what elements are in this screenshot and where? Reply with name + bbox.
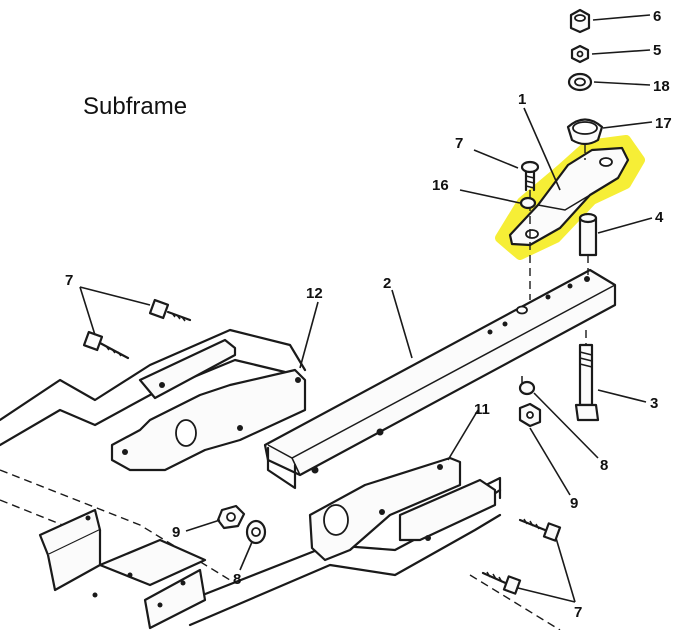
callout-11: 11 [474,401,490,418]
callout-17: 17 [655,115,672,132]
lower-left-bracket [38,508,207,630]
bolt-7-lower-right-a [518,518,562,542]
callout-labels: 6 5 18 17 1 7 16 4 7 12 2 3 8 9 11 9 8 7 [65,8,672,621]
tube-4 [578,212,598,275]
bracket-11 [308,456,497,562]
nut-5 [570,44,590,64]
bolt-7-upper-left-a [148,298,192,322]
washer-16 [519,196,537,210]
part-17 [566,118,604,160]
callout-1: 1 [518,91,526,108]
nut-9-lower [216,504,246,530]
main-tube-2 [263,268,617,490]
callout-7-right: 7 [455,135,463,152]
nut-9-right [518,402,542,428]
leader-lines [79,14,653,603]
callout-2: 2 [383,275,391,292]
nut-6 [569,8,591,34]
callout-18: 18 [653,78,670,95]
callout-4: 4 [655,209,664,226]
callout-8-lower: 8 [233,571,241,588]
callout-12: 12 [306,285,323,302]
bolt-7-upper-left-b [82,330,130,360]
bolt-3 [574,330,600,422]
bolt-7-lower-right-b [481,571,522,595]
callout-8-right: 8 [600,457,608,474]
callout-3: 3 [650,395,658,412]
callout-16: 16 [432,177,449,194]
bracket-12 [110,338,307,472]
callout-7-lower: 7 [574,604,582,621]
bracket-1 [508,146,630,247]
callout-9-right: 9 [570,495,578,512]
diagram-title: Subframe [83,93,188,120]
callout-6: 6 [653,8,661,25]
callout-5: 5 [653,42,661,59]
washer-8-right [518,376,536,396]
washer-8-lower [245,519,267,545]
callout-7-left: 7 [65,272,73,289]
callout-9-lower: 9 [172,524,180,541]
washer-18 [567,72,593,92]
